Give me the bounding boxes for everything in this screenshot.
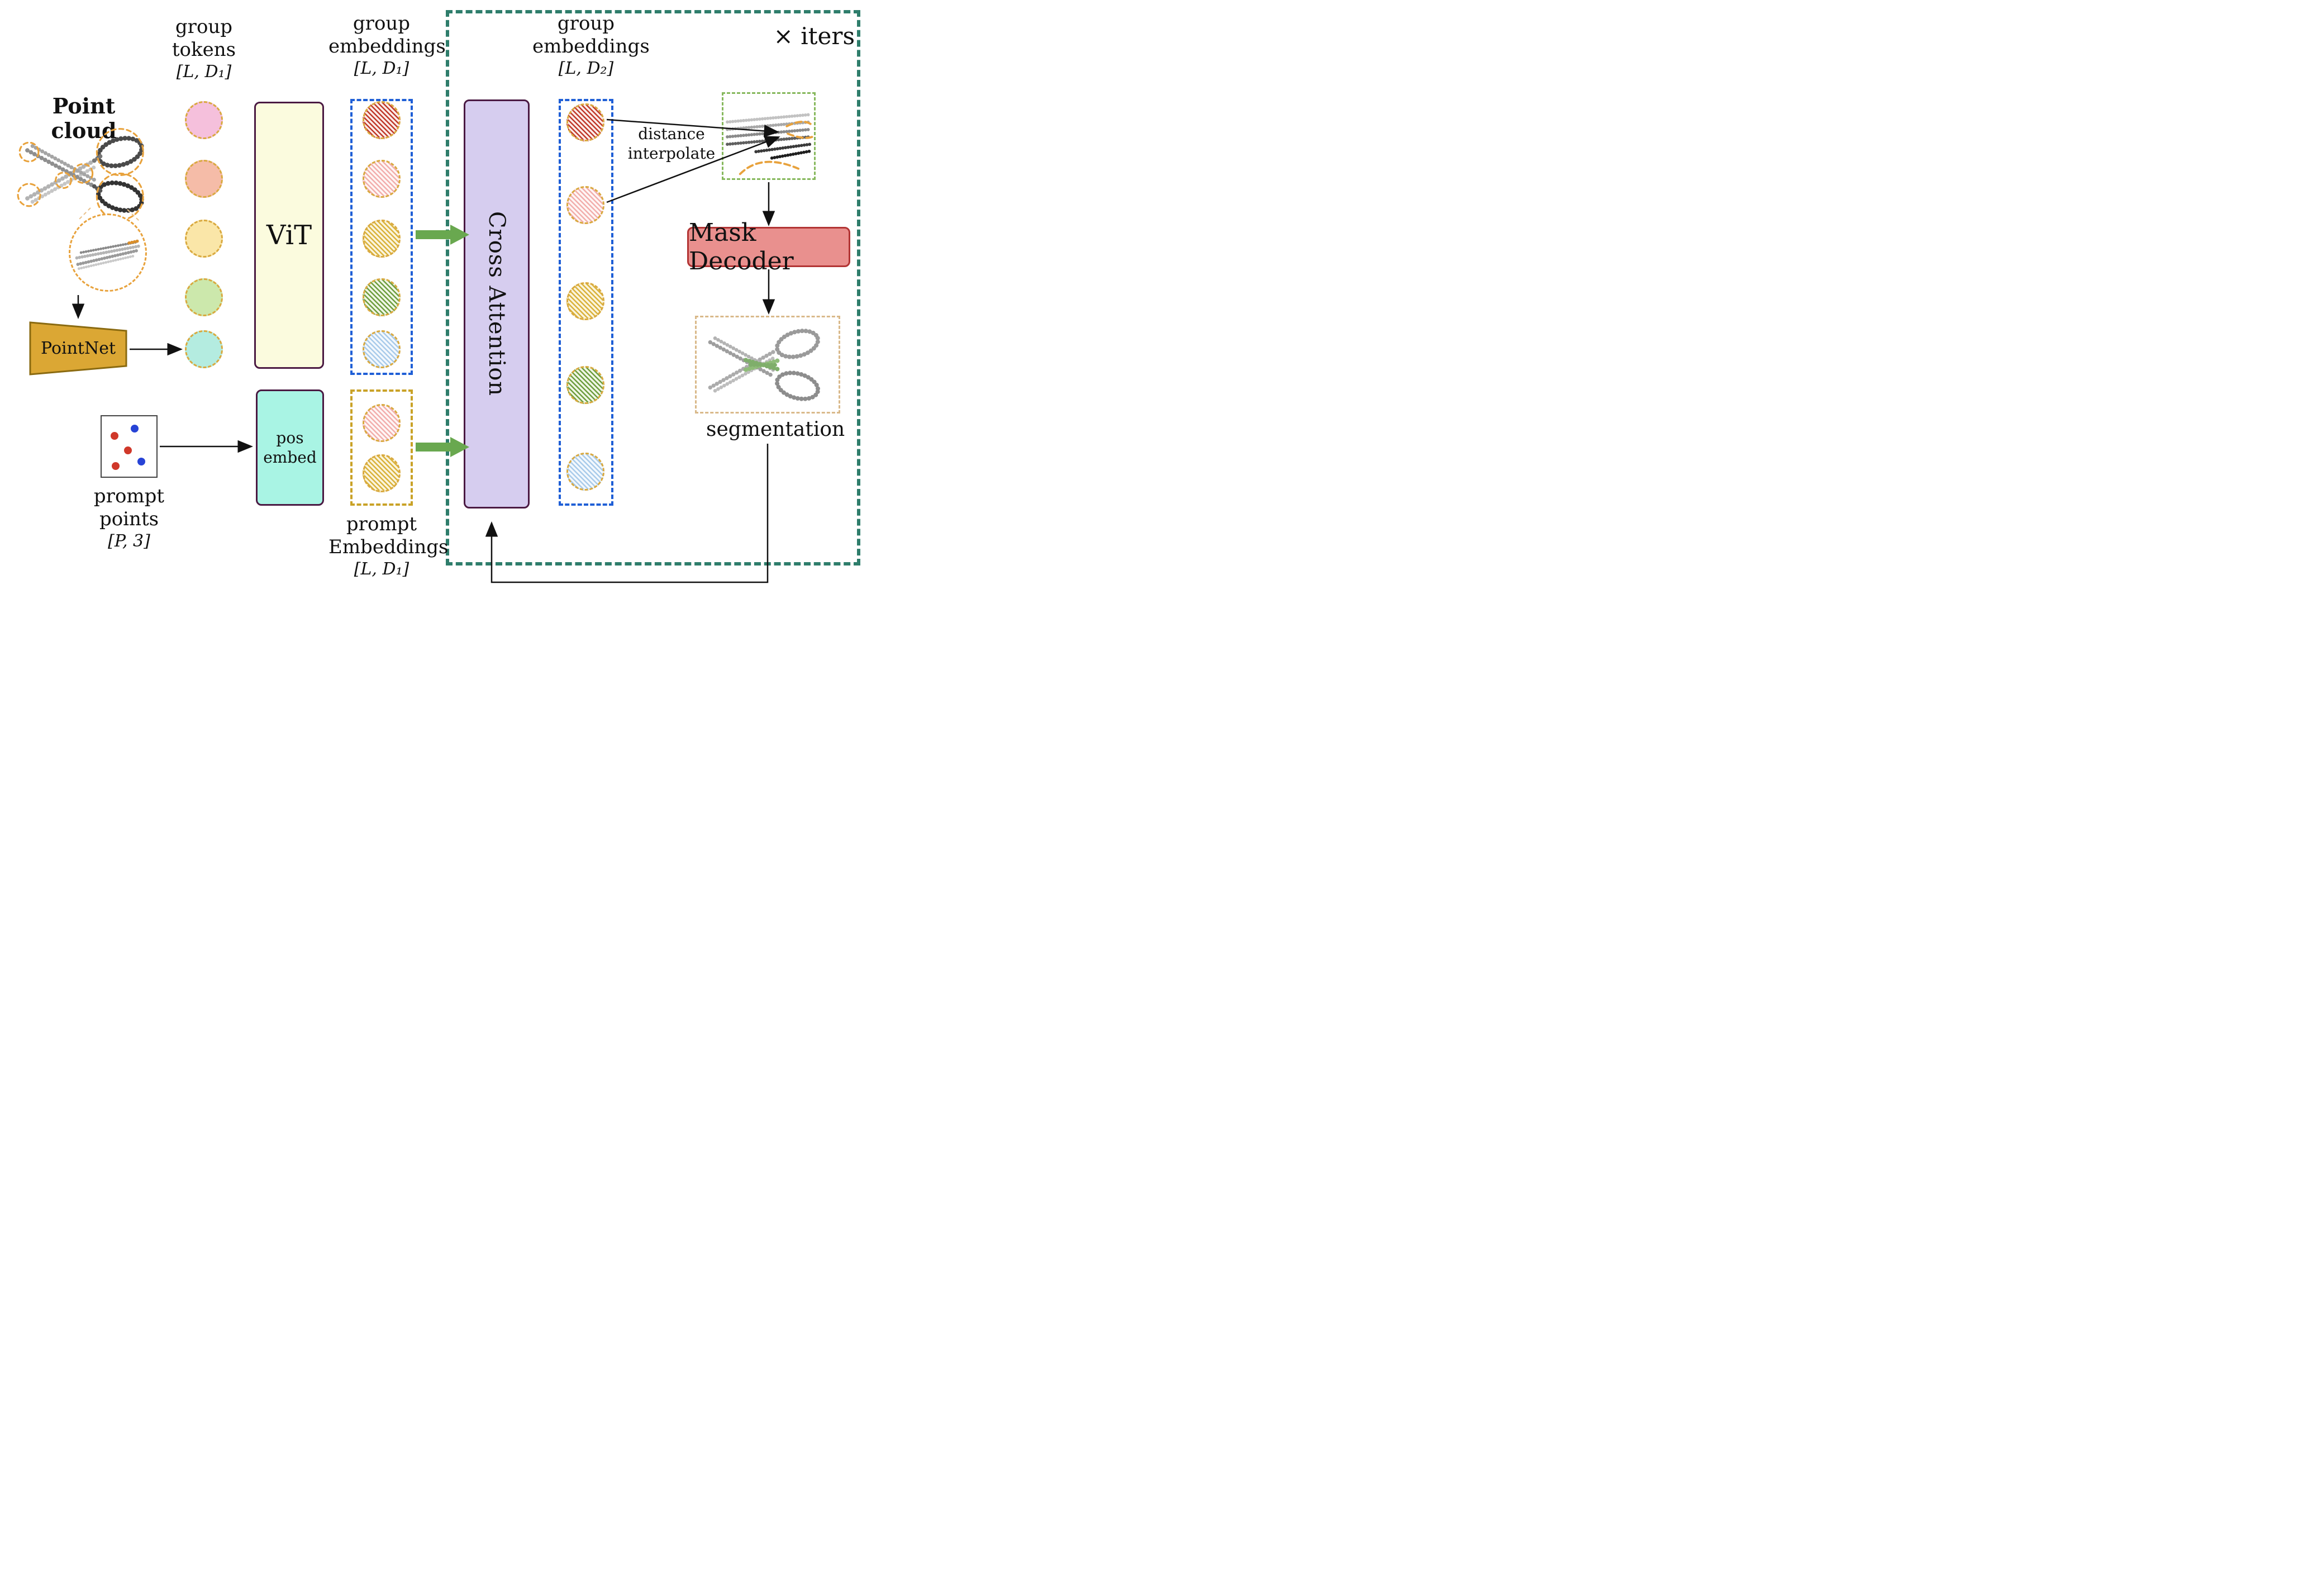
group-tokens-heading: group tokens [L, D₁] [164, 16, 244, 83]
prompt-point-red-icon [111, 432, 118, 440]
prompt-points-line2: points [99, 508, 159, 531]
group-token-salmon [185, 160, 223, 198]
cross-attention-label: Cross Attention [484, 211, 509, 397]
prompt-embedding-pink [363, 404, 401, 442]
point-cloud-line2: cloud [51, 117, 117, 143]
magnified-patch-image [69, 213, 147, 292]
pos-embed-line1: pos [276, 429, 304, 447]
point-cloud-label: Point cloud [47, 94, 120, 142]
prompt-points-heading: prompt points [P, 3] [88, 485, 170, 552]
group-token-cyan [185, 330, 223, 368]
group-embeddings-2-line1: group [557, 12, 615, 35]
group-token-green [185, 278, 223, 316]
prompt-points-dims: [P, 3] [108, 531, 150, 551]
prompt-points-box [101, 415, 158, 478]
group-embedding-2-green [566, 366, 604, 404]
group-embedding-2-pink [566, 186, 604, 224]
group-token-pink [185, 101, 223, 139]
segmented-scissors-icon [708, 328, 821, 401]
vit-label: ViT [266, 220, 312, 251]
group-tokens-line1: group [175, 16, 233, 38]
distance-interpolate-line1: distance [638, 125, 705, 143]
prompt-embeddings-heading: prompt Embeddings [L, D₁] [328, 513, 449, 580]
pos-embed-block: pos embed [256, 389, 324, 506]
distance-interpolate-label: distance interpolate [621, 124, 722, 163]
mask-decoder-block: Mask Decoder [687, 218, 850, 275]
vit-block: ViT [254, 102, 324, 369]
scissors-point-cloud-icon [17, 128, 144, 221]
prompt-embeddings-box [350, 389, 413, 506]
pos-embed-line2: embed [263, 448, 317, 467]
zoom-detail-image [722, 92, 816, 180]
architecture-diagram: × iters group tokens [L, D₁] group embed… [0, 0, 872, 590]
prompt-point-red-icon [124, 446, 132, 454]
group-embedding-1-pink [363, 160, 401, 198]
group-embeddings-1-box [350, 99, 413, 375]
group-tokens-dims: [L, D₁] [176, 61, 232, 82]
group-embeddings-1-heading: group embeddings [L, D₁] [328, 12, 446, 79]
iters-label: × iters [773, 22, 855, 50]
segmentation-label: segmentation [706, 418, 845, 441]
prompt-points-line1: prompt [93, 485, 165, 507]
group-embedding-2-yellow [566, 282, 604, 320]
prompt-embeddings-line1: prompt [346, 513, 417, 535]
group-embeddings-2-heading: group embeddings [L, D₂] [532, 12, 650, 79]
segmentation-image [695, 316, 840, 414]
prompt-point-red-icon [112, 462, 120, 470]
prompt-point-blue-icon [131, 425, 139, 433]
prompt-point-blue-icon [137, 458, 145, 465]
point-cloud-image [7, 126, 170, 222]
group-embeddings-2-line2: embeddings [532, 35, 650, 58]
point-cloud-line1: Point [52, 93, 116, 118]
group-embeddings-1-dims: [L, D₁] [354, 58, 409, 78]
group-embedding-1-yellow [363, 220, 401, 258]
pointnet-block: PointNet [29, 321, 127, 376]
group-embedding-2-blue [566, 453, 604, 491]
group-embedding-1-red [363, 101, 401, 139]
pointnet-trapezoid [29, 321, 127, 376]
group-embedding-1-green [363, 278, 401, 316]
group-token-yellow [185, 220, 223, 258]
cross-attention-block: Cross Attention [464, 99, 530, 509]
distance-interpolate-line2: interpolate [627, 144, 716, 163]
prompt-embeddings-line2: Embeddings [328, 536, 449, 559]
mask-decoder-label: Mask Decoder [689, 218, 794, 275]
group-embeddings-1-line1: group [353, 12, 411, 35]
group-embedding-2-red [566, 103, 604, 141]
group-embeddings-2-dims: [L, D₂] [558, 58, 614, 78]
group-tokens-line2: tokens [172, 39, 236, 61]
zoom-points-icon [726, 113, 813, 175]
prompt-embeddings-dims: [L, D₁] [354, 559, 409, 579]
magnified-points-icon [75, 239, 141, 270]
group-embedding-1-blue [363, 330, 401, 368]
group-embeddings-1-line2: embeddings [328, 35, 446, 58]
prompt-embedding-yellow [363, 454, 401, 492]
pointnet-label: PointNet [40, 339, 116, 358]
